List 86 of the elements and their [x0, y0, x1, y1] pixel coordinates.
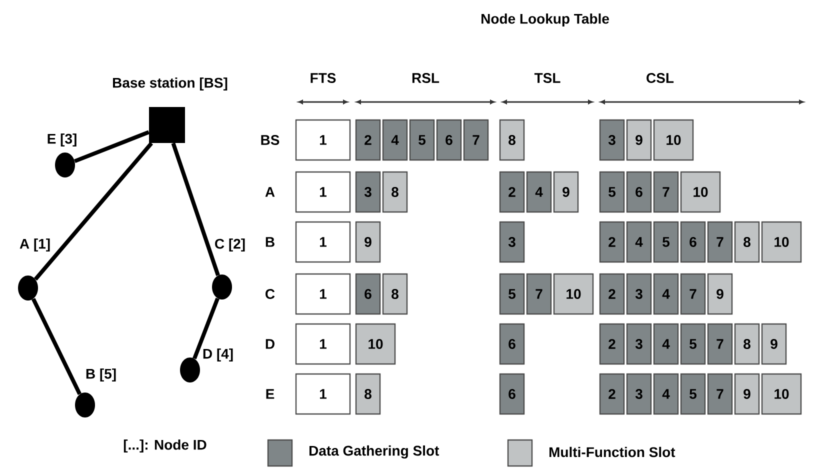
section-heading: CSL	[646, 73, 674, 83]
multi-function-slot-box: 8	[382, 171, 408, 213]
node-label: A [1]	[20, 238, 50, 252]
data-slot-box: 3	[499, 221, 525, 263]
data-slot-box: 7	[680, 273, 706, 315]
multi-function-slot-box: 8	[499, 119, 525, 161]
frame-slot-box: 1	[295, 171, 351, 213]
data-slot-box: 3	[626, 323, 652, 365]
section-heading: RSL	[412, 73, 440, 83]
data-slot-box: 6	[680, 221, 706, 263]
data-slot-box: 5	[680, 323, 706, 365]
data-slot-box: 2	[599, 323, 625, 365]
data-slot-box: 2	[599, 221, 625, 263]
data-slot-box: 2	[499, 171, 525, 213]
data-slot-box: 5	[680, 373, 706, 415]
station-label: Base station [BS]	[113, 77, 228, 91]
legend-label: Multi-Function Slot	[549, 446, 676, 458]
data-slot-box: 2	[599, 273, 625, 315]
table-title: Node Lookup Table	[482, 13, 609, 27]
multi-function-slot-box: 9	[734, 373, 760, 415]
data-slot-box: 5	[599, 171, 625, 213]
node-label: E [3]	[48, 133, 76, 147]
multi-function-slot-box: 9	[355, 221, 381, 263]
row-label: A	[265, 187, 275, 197]
data-slot-box: 3	[355, 171, 381, 213]
data-slot-box: 7	[463, 119, 489, 161]
data-slot-box: 6	[436, 119, 462, 161]
data-slot-box: 3	[626, 273, 652, 315]
section-heading: TSL	[534, 73, 560, 83]
data-slot-box: 7	[707, 373, 733, 415]
frame-slot-box: 1	[295, 221, 351, 263]
data-slot-box: 2	[599, 373, 625, 415]
frame-slot-box: 1	[295, 273, 351, 315]
data-slot-box: 5	[653, 221, 679, 263]
data-slot-box: 4	[653, 323, 679, 365]
data-slot-box: 7	[707, 221, 733, 263]
multi-function-slot-box: 8	[382, 273, 408, 315]
node-label: C [2]	[215, 238, 245, 252]
data-slot-box: 6	[626, 171, 652, 213]
multi-function-slot-box: 10	[761, 373, 802, 415]
data-slot-box: 7	[653, 171, 679, 213]
row-label: BS	[261, 135, 280, 145]
multi-function-slot-box: 10	[653, 119, 694, 161]
node-label: B [5]	[86, 368, 116, 382]
multi-function-slot-box: 9	[553, 171, 579, 213]
node-label: D [4]	[203, 348, 233, 362]
link-line	[34, 142, 154, 281]
multi-function-slot-box: 9	[626, 119, 652, 161]
link-line	[74, 130, 150, 164]
multi-function-slot-box: 9	[707, 273, 733, 315]
legend-label: Data Gathering Slot	[309, 445, 440, 459]
data-slot-box: 4	[526, 171, 552, 213]
data-slot-box: 2	[355, 119, 381, 161]
multi-function-slot-box: 10	[680, 171, 721, 213]
data-slot-box: 3	[626, 373, 652, 415]
multi-function-slot-box: 10	[553, 273, 594, 315]
multi-function-slot-box: 8	[355, 373, 381, 415]
data-slot-box: 5	[409, 119, 435, 161]
row-label: E	[266, 389, 274, 399]
data-slot-box: 7	[526, 273, 552, 315]
row-label: B	[266, 237, 274, 247]
link-line	[171, 142, 220, 276]
multi-function-slot-box: 9	[761, 323, 787, 365]
row-label: D	[266, 339, 274, 349]
data-slot-box: 6	[499, 373, 525, 415]
legend-note: [...]: Node ID	[124, 439, 206, 452]
row-label: C	[266, 289, 275, 299]
multi-function-slot-box: 10	[761, 221, 802, 263]
data-slot-box: 4	[382, 119, 408, 161]
data-slot-box: 4	[653, 273, 679, 315]
multi-function-slot-box: 8	[734, 323, 760, 365]
data-slot-box: 7	[707, 323, 733, 365]
frame-slot-box: 1	[295, 323, 351, 365]
data-slot-box: 5	[499, 273, 525, 315]
data-slot-box: 6	[499, 323, 525, 365]
multi-function-slot-box: 8	[734, 221, 760, 263]
multi-function-slot-box: 10	[355, 323, 396, 365]
data-slot-box: 4	[626, 221, 652, 263]
link-line	[192, 298, 220, 360]
section-heading: FTS	[310, 73, 336, 83]
link-line	[32, 298, 82, 396]
frame-slot-box: 1	[295, 119, 351, 161]
data-slot-box: 4	[653, 373, 679, 415]
data-slot-box: 3	[599, 119, 625, 161]
frame-slot-box: 1	[295, 373, 351, 415]
data-slot-box: 6	[355, 273, 381, 315]
